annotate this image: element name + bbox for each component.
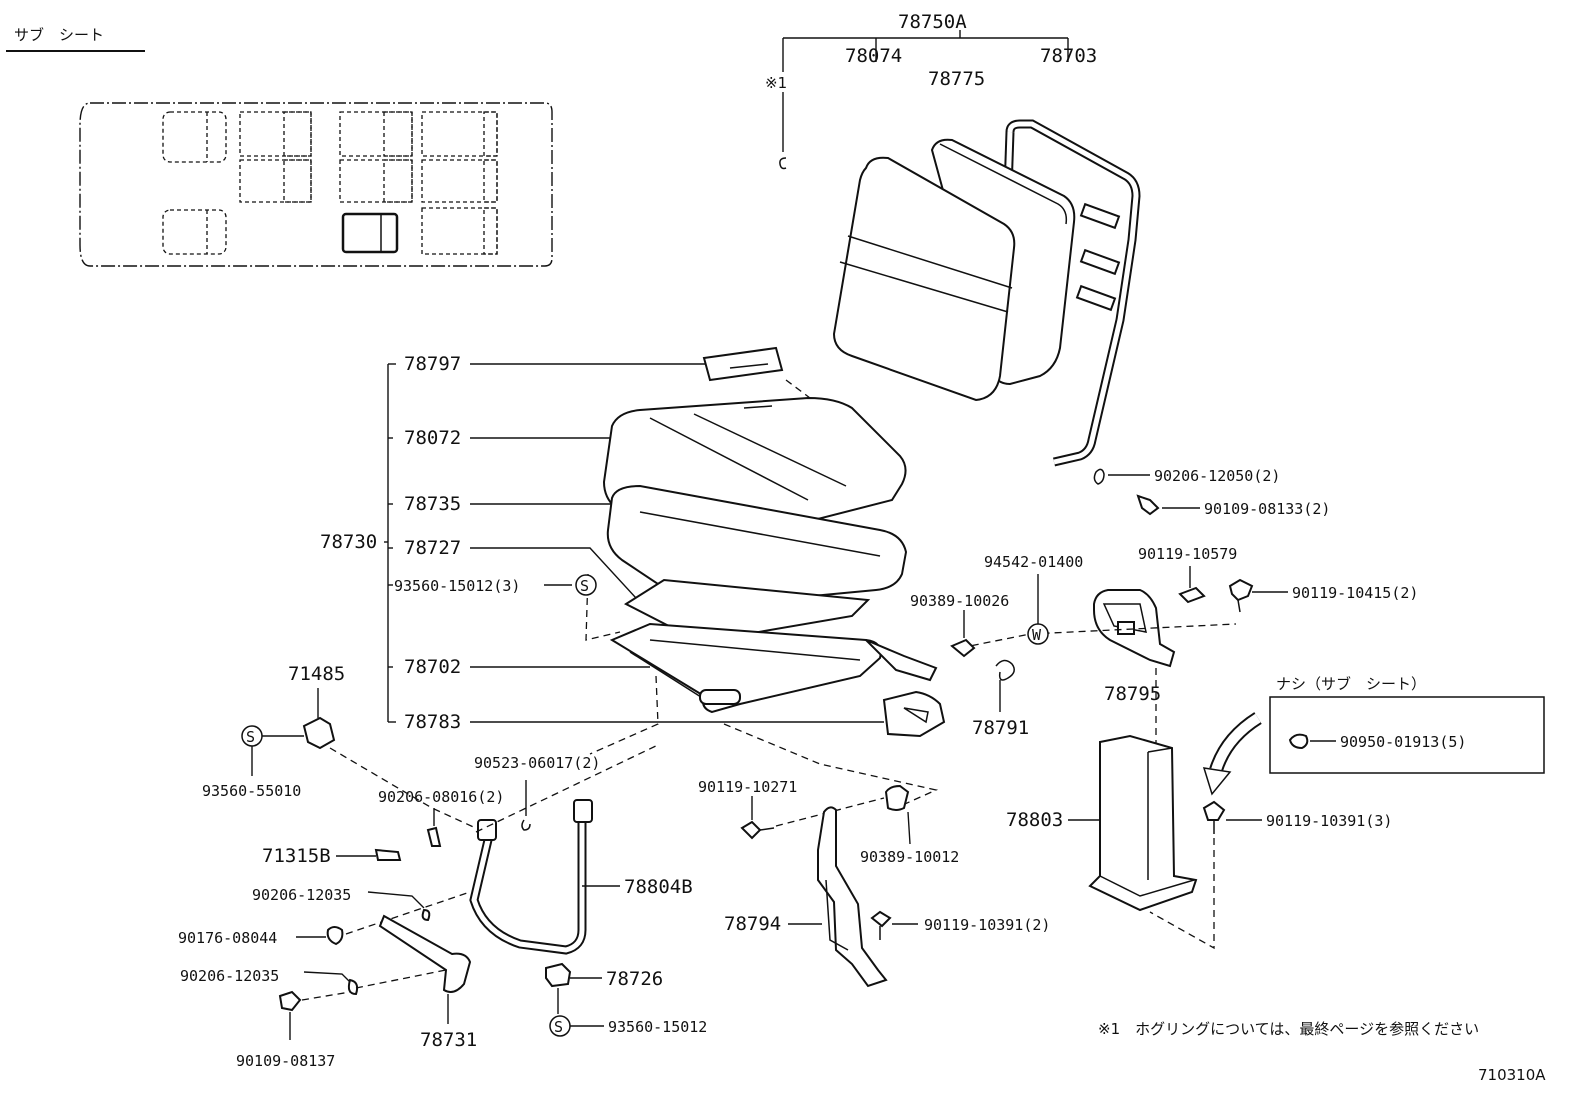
footnote: ※1 ホグリングについては、最終ページを参照ください xyxy=(1098,1020,1479,1038)
plug-icon xyxy=(1288,733,1309,750)
label-78804B: 78804B xyxy=(624,876,693,898)
label-78797: 78797 xyxy=(404,353,461,375)
bolt-icon xyxy=(740,820,762,840)
label-90119-10391-2: 90119-10391(2) xyxy=(924,916,1050,934)
label-90206-12050: 90206-12050(2) xyxy=(1154,467,1280,485)
w-washer-icon: W xyxy=(1032,626,1042,644)
left-lower-parts: S xyxy=(241,574,661,1040)
label-78072: 78072 xyxy=(404,427,461,449)
bolt-icon xyxy=(870,910,892,928)
spring-icon xyxy=(995,659,1015,681)
label-90389-10012: 90389-10012 xyxy=(860,848,959,866)
right-mount-parts: W xyxy=(950,468,1545,950)
label-78726: 78726 xyxy=(606,968,663,990)
label-78703: 78703 xyxy=(1040,45,1097,67)
bolt-icon xyxy=(1178,586,1206,604)
label-78702: 78702 xyxy=(404,656,461,678)
label-90109-08137: 90109-08137 xyxy=(236,1052,335,1070)
nut-icon xyxy=(326,926,344,946)
middle-lower-parts xyxy=(740,784,918,988)
label-90206-12035-a: 90206-12035 xyxy=(252,886,351,904)
s-clip-icon: S xyxy=(580,577,589,595)
label-78730: 78730 xyxy=(320,531,377,553)
label-71315B: 71315B xyxy=(262,845,331,867)
hog-ring-icon xyxy=(779,157,787,170)
seat-layout-map xyxy=(79,102,553,267)
label-71485: 71485 xyxy=(288,663,345,685)
label-78727: 78727 xyxy=(404,537,461,559)
label-78731: 78731 xyxy=(420,1029,477,1051)
note-marker: ※1 xyxy=(765,74,787,92)
washer-icon xyxy=(1093,468,1105,485)
bolt-icon xyxy=(278,990,302,1012)
label-78074: 78074 xyxy=(845,45,902,67)
washer-icon xyxy=(347,978,359,996)
label-90523-06017: 90523-06017(2) xyxy=(474,754,600,772)
label-78775: 78775 xyxy=(928,68,985,90)
bolt-icon xyxy=(1136,494,1160,516)
label-90119-10579: 90119-10579 xyxy=(1138,545,1237,563)
label-93560-15012: 93560-15012 xyxy=(608,1018,707,1036)
label-94542-01400: 94542-01400 xyxy=(984,553,1083,571)
seat-back-assembly xyxy=(779,30,1141,467)
label-78803: 78803 xyxy=(1006,809,1063,831)
bolt-icon xyxy=(1202,800,1226,821)
label-90119-10271: 90119-10271 xyxy=(698,778,797,796)
label-90176-08044: 90176-08044 xyxy=(178,929,277,947)
s-clip-icon: S xyxy=(554,1018,563,1036)
label-90389-10026: 90389-10026 xyxy=(910,592,1009,610)
figure-code: 710310A xyxy=(1478,1066,1546,1084)
label-93560-15012-3: 93560-15012(3) xyxy=(394,577,520,595)
washer-icon xyxy=(426,826,442,847)
arrow-icon xyxy=(1202,767,1232,796)
label-90206-12035-b: 90206-12035 xyxy=(180,967,279,985)
part-labels: 78750A 78074 78775 78703 ※1 78797 78072 … xyxy=(178,11,1466,1070)
cushion-leaders xyxy=(470,363,884,723)
label-90206-08016: 90206-08016(2) xyxy=(378,788,504,806)
label-90119-10391-3: 90119-10391(3) xyxy=(1266,812,1392,830)
assembly-78730-bracket xyxy=(384,363,396,723)
inset-title: ナシ（サブ シート） xyxy=(1276,675,1426,693)
label-90119-10415: 90119-10415(2) xyxy=(1292,584,1418,602)
label-78791: 78791 xyxy=(972,717,1029,739)
s-clip-icon: S xyxy=(246,728,255,746)
highlighted-sub-seat xyxy=(341,212,399,254)
inset-box xyxy=(1269,696,1545,774)
label-90109-08133: 90109-08133(2) xyxy=(1204,500,1330,518)
label-78735: 78735 xyxy=(404,493,461,515)
bolt-icon xyxy=(1228,578,1254,602)
label-93560-55010: 93560-55010 xyxy=(202,782,301,800)
bolt-icon xyxy=(374,848,402,861)
label-78783: 78783 xyxy=(404,711,461,733)
label-78795: 78795 xyxy=(1104,683,1161,705)
label-90950-01913: 90950-01913(5) xyxy=(1340,733,1466,751)
page-title: サブ シート xyxy=(14,26,104,44)
label-78794: 78794 xyxy=(724,913,781,935)
seat-cushion-assembly xyxy=(585,346,946,809)
label-78750A: 78750A xyxy=(898,11,967,33)
washer-icon xyxy=(421,908,431,922)
